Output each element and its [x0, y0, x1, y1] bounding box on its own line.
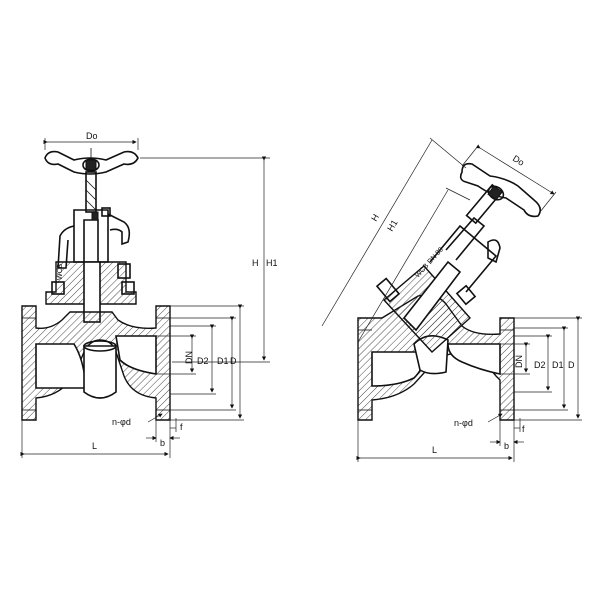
left-bonnet: WCB — [45, 261, 137, 323]
left-dim-length: L — [20, 420, 171, 458]
right-label-l: L — [432, 445, 437, 455]
left-label-d1: D1 — [217, 356, 229, 366]
right-dim-heights: H H1 — [321, 137, 471, 343]
right-label-b: b — [504, 441, 509, 451]
right-label-d: D — [568, 360, 575, 370]
right-label-h: H — [369, 212, 381, 223]
left-dim-heights: H H1 — [140, 156, 278, 363]
right-label-f: f — [522, 424, 525, 434]
right-label-n-phi-d: n-φd — [454, 418, 473, 428]
left-label-dn: DN — [184, 351, 194, 364]
left-body-marking: WCB — [57, 263, 64, 280]
left-body — [21, 305, 171, 421]
left-label-f: f — [180, 422, 183, 432]
left-yoke — [57, 171, 131, 269]
right-label-d2: D2 — [534, 360, 546, 370]
left-label-h: H — [252, 258, 259, 268]
left-label-l: L — [92, 441, 97, 451]
right-bonnet: WCB DN 80 — [375, 216, 501, 353]
right-label-d1: D1 — [552, 360, 564, 370]
left-label-n-phi-d: n-φd — [112, 417, 131, 427]
right-dim-flange: n-φd b f — [454, 413, 525, 451]
left-dim-do: Do — [43, 131, 139, 150]
right-dim-diameters: DN D2 D1 D — [500, 316, 582, 421]
right-label-dn: DN — [514, 355, 524, 368]
left-label-d: D — [230, 356, 237, 366]
right-dim-length: L — [356, 420, 515, 462]
right-label-h1: H1 — [385, 218, 400, 233]
right-handwheel — [459, 162, 542, 225]
left-label-b: b — [160, 438, 165, 448]
left-label-do: Do — [86, 131, 98, 141]
left-globe-valve: WCB Do H H1 — [20, 131, 278, 458]
right-dim-do: Do — [461, 144, 557, 213]
left-label-h1: H1 — [266, 258, 278, 268]
left-dim-diameters: DN D2 D1 D — [156, 304, 244, 421]
left-handwheel — [44, 148, 139, 175]
left-dim-flange: n-φd b f — [112, 413, 183, 448]
right-y-valve: WCB DN 80 Do H H1 — [321, 137, 582, 462]
right-label-do: Do — [511, 153, 526, 168]
left-label-d2: D2 — [197, 356, 209, 366]
